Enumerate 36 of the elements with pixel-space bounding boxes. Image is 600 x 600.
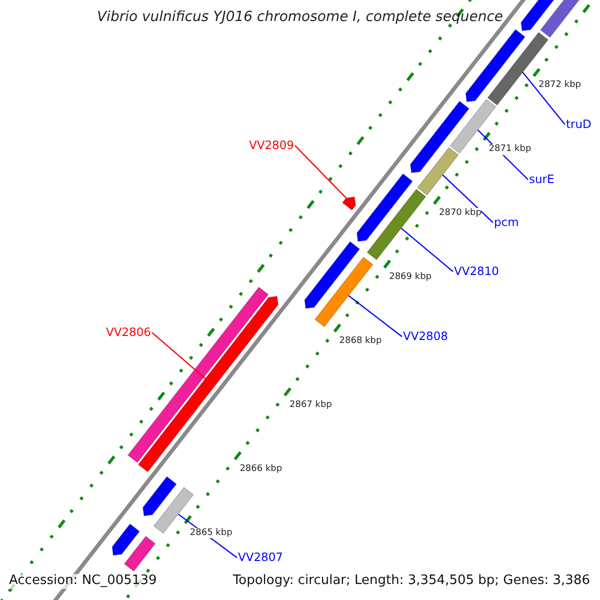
gene-label: truD [566,118,592,132]
gene-bar [356,173,414,242]
gene-bar [314,256,374,328]
tick-label: 2872 kbp [538,80,581,91]
gene-label: pcm [494,216,519,230]
leader-line [294,145,347,198]
gene-bar [342,196,356,211]
leader-line [522,72,566,125]
tick-label: 2865 kbp [190,528,232,538]
tick-label: 2868 kbp [339,336,382,346]
gene-bar [124,536,156,572]
gene-label: VV2810 [454,265,500,278]
gene-label: VV2808 [403,330,448,344]
title: Vibrio vulnificus YJ016 chromosome I, complete sequence [96,9,504,26]
tick-label: 2870 kbp [439,208,482,219]
tick-label: 2869 kbp [389,272,432,282]
gene-label: VV2806 [106,326,152,340]
gene-label: surE [529,173,554,186]
leader-line [400,228,454,272]
gene-bar [304,240,360,309]
tick-label: 2866 kbp [240,464,282,474]
gene-label: VV2807 [238,551,284,564]
gene-bar [410,100,470,174]
leader-line [442,174,494,224]
gene-bar [465,28,526,102]
gene-bar [142,476,178,516]
gene-label: VV2809 [249,139,294,152]
leader-line [152,332,206,380]
gene-bar [112,523,140,556]
gene-bar [366,188,426,260]
leader-line [348,295,402,338]
gene-bar [416,146,460,196]
tick-label: 2871 kbp [488,144,532,155]
tick-label: 2867 kbp [290,400,332,410]
accession-text: Accession: NC_005139 [9,574,157,589]
summary-text: Topology: circular; Length: 3,354,505 bp; Genes: 3,386 [232,574,590,589]
